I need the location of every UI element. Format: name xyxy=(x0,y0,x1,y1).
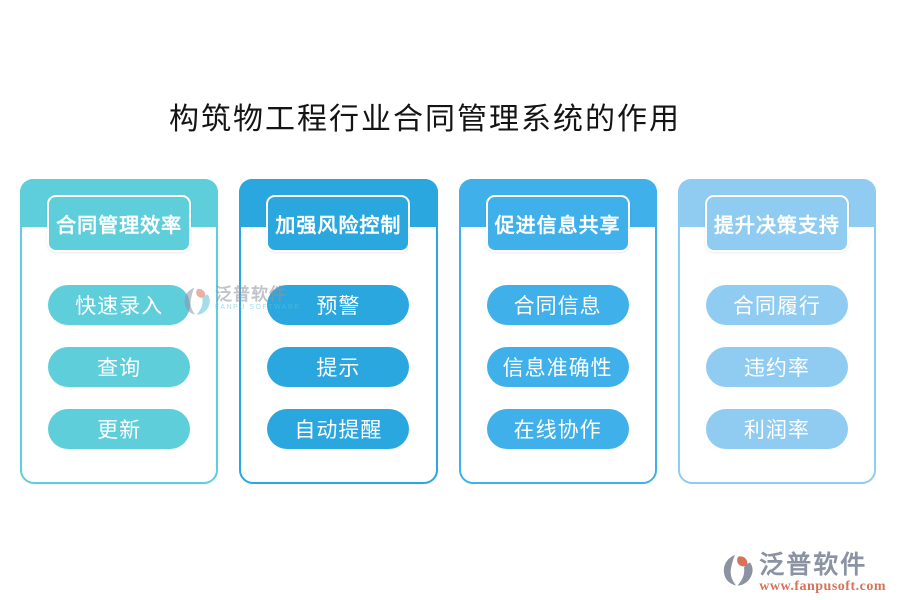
list-item: 违约率 xyxy=(705,347,848,387)
list-item: 查询 xyxy=(48,347,191,387)
list-item: 合同履行 xyxy=(705,285,848,325)
card-items: 合同履行 违约率 利润率 xyxy=(680,285,874,449)
card-header: 提升决策支持 xyxy=(704,195,849,252)
fanpu-logo-icon xyxy=(724,555,753,586)
card-items: 快速录入 查询 更新 xyxy=(22,285,216,449)
list-item: 合同信息 xyxy=(486,285,629,325)
card-header: 加强风险控制 xyxy=(266,195,411,252)
card-header: 合同管理效率 xyxy=(47,195,192,252)
list-item: 在线协作 xyxy=(486,409,629,449)
list-item: 利润率 xyxy=(705,409,848,449)
card-contract-efficiency: 合同管理效率 快速录入 查询 更新 xyxy=(20,179,219,484)
list-item: 更新 xyxy=(48,409,191,449)
list-item: 快速录入 xyxy=(48,285,191,325)
card-risk-control: 加强风险控制 预警 提示 自动提醒 xyxy=(239,179,438,484)
card-decision-support: 提升决策支持 合同履行 违约率 利润率 xyxy=(677,179,876,484)
list-item: 预警 xyxy=(267,285,410,325)
card-items: 合同信息 信息准确性 在线协作 xyxy=(461,285,655,449)
footer-brand: 泛普软件 xyxy=(759,552,868,579)
card-items: 预警 提示 自动提醒 xyxy=(241,285,435,449)
cards-row: 合同管理效率 快速录入 查询 更新 加强风险控制 预警 提示 自动提醒 促进信息… xyxy=(20,179,876,484)
page-title: 构筑物工程行业合同管理系统的作用 xyxy=(169,103,681,136)
list-item: 自动提醒 xyxy=(267,409,410,449)
card-header: 促进信息共享 xyxy=(485,195,630,252)
footer-logo: 泛普软件 www.fanpusoft.com xyxy=(721,553,886,594)
footer-url: www.fanpusoft.com xyxy=(759,579,886,594)
list-item: 信息准确性 xyxy=(486,347,629,387)
card-info-sharing: 促进信息共享 合同信息 信息准确性 在线协作 xyxy=(458,179,657,484)
list-item: 提示 xyxy=(267,347,410,387)
